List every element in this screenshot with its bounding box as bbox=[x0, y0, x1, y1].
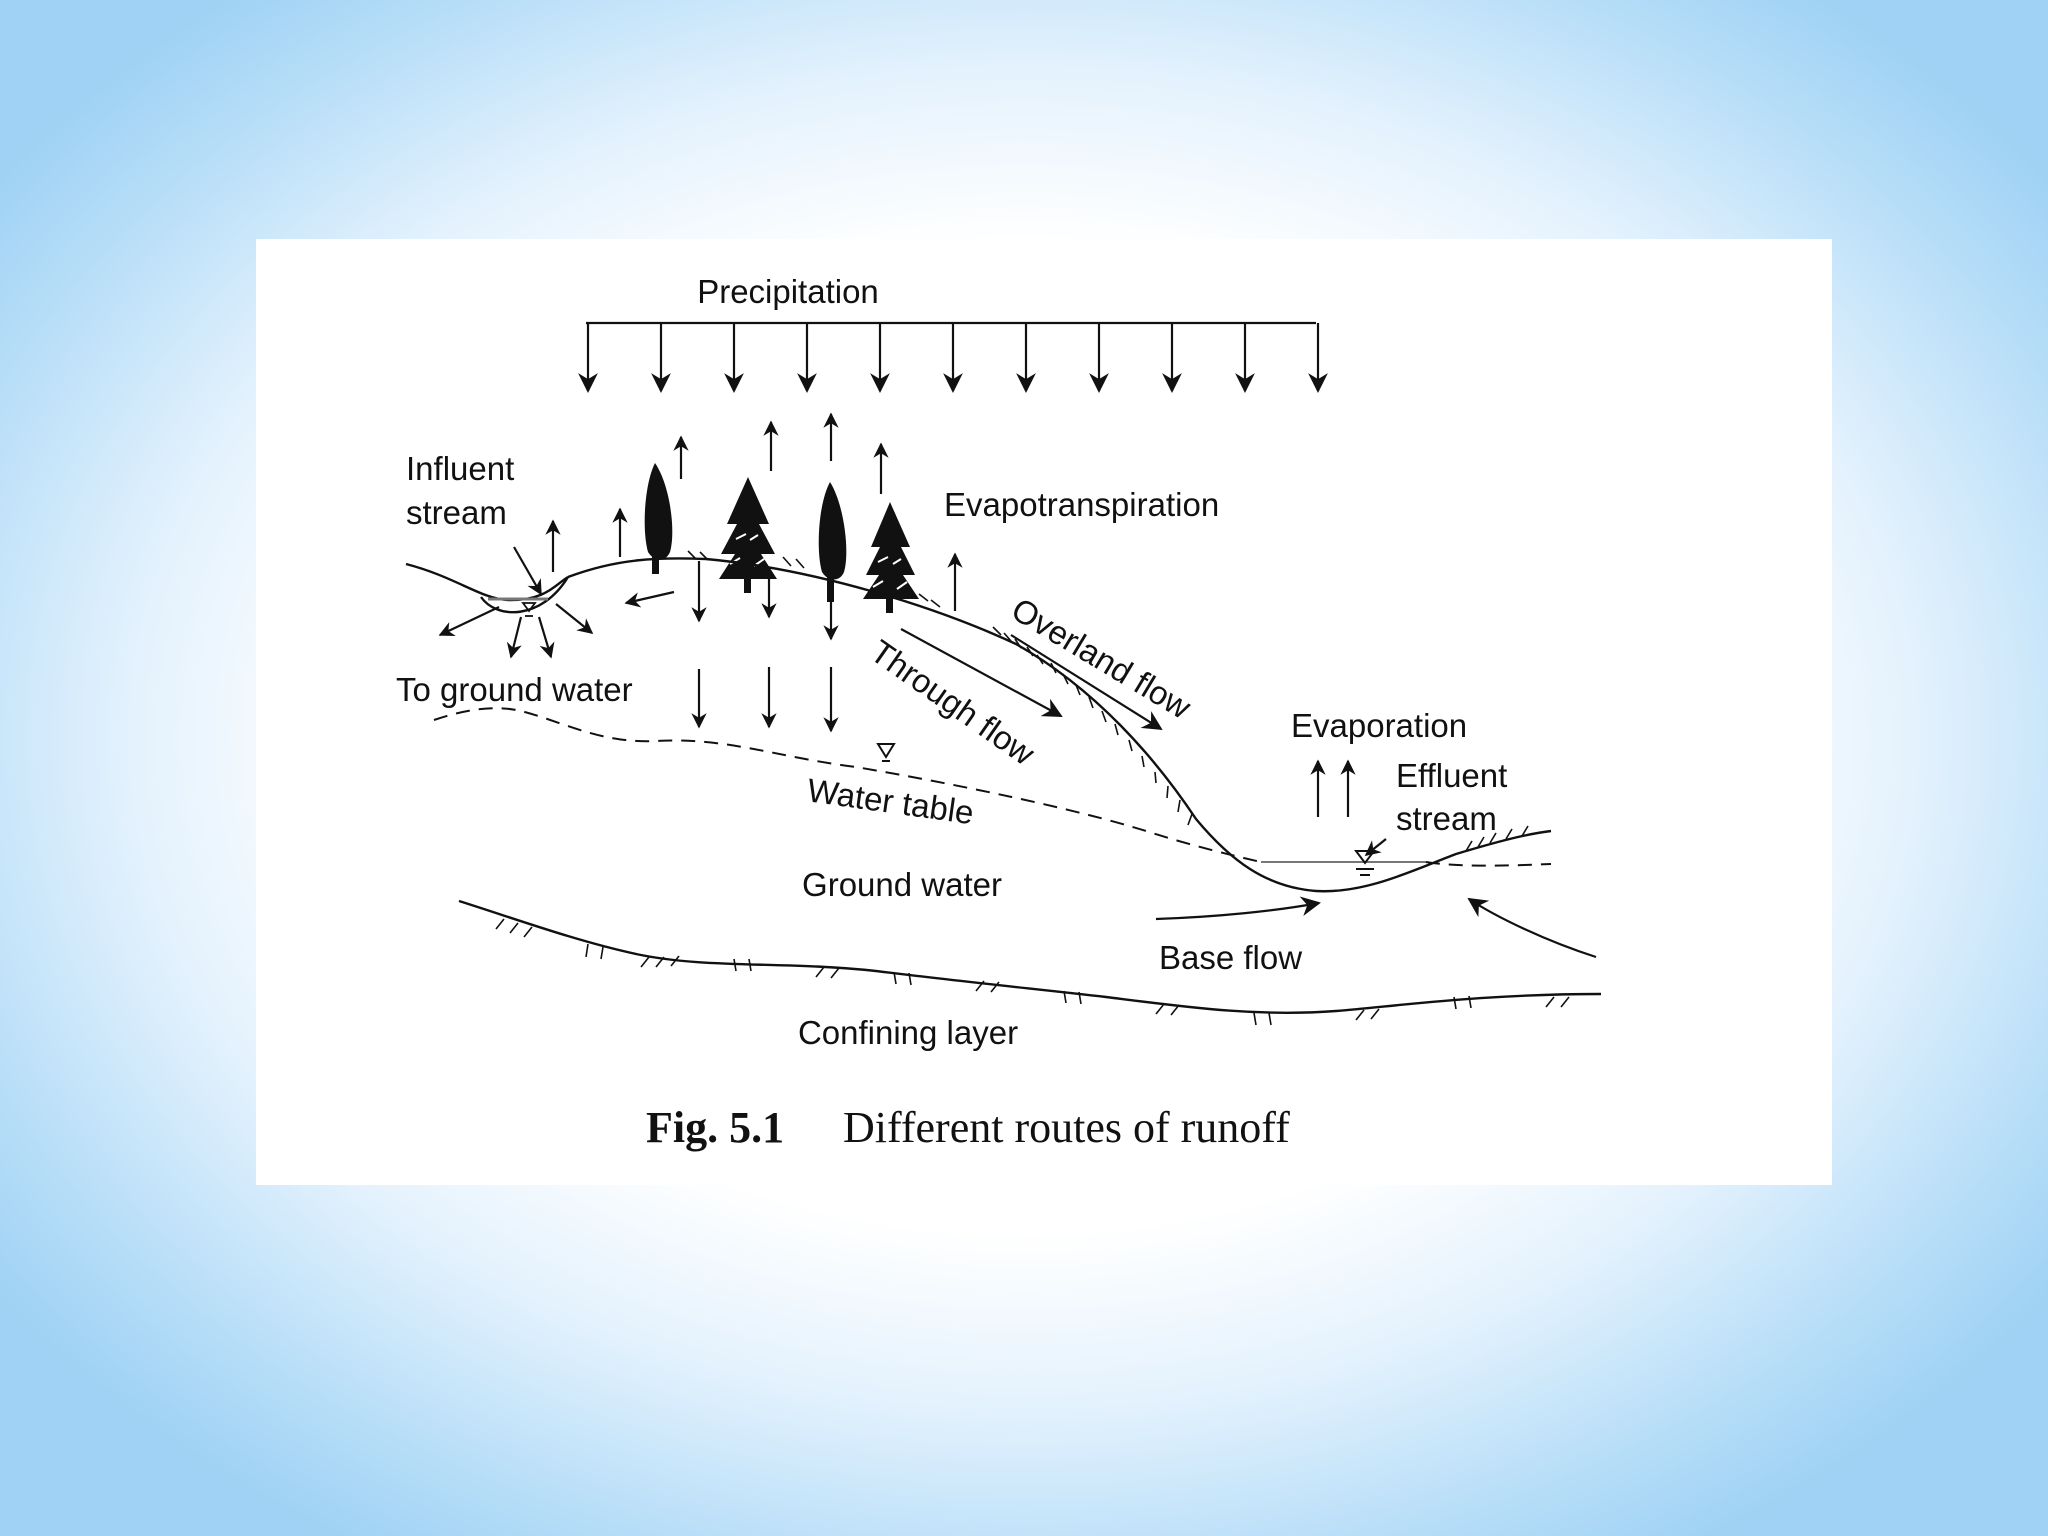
confining-layer-boundary bbox=[458, 899, 1602, 1014]
effluent-stream-label-line2: stream bbox=[1396, 800, 1497, 837]
confining-layer-label: Confining layer bbox=[798, 1014, 1018, 1051]
evapotranspiration-arrows bbox=[545, 412, 963, 611]
effluent-stream-label-line1: Effluent bbox=[1396, 757, 1507, 794]
precipitation-label: Precipitation bbox=[697, 273, 879, 310]
surface-hatching bbox=[687, 550, 1529, 852]
runoff-diagram: Precipitation Influent stream Evapotrans… bbox=[396, 273, 1602, 1152]
influent-stream-label-line2: stream bbox=[406, 494, 507, 531]
evapotranspiration-label: Evapotranspiration bbox=[944, 486, 1219, 523]
base-flow-label: Base flow bbox=[1159, 939, 1302, 976]
water-table-symbol bbox=[876, 743, 896, 762]
to-ground-water-label: To ground water bbox=[396, 671, 633, 708]
flow-arrows bbox=[438, 546, 1597, 959]
confining-layer-hatching bbox=[495, 918, 1570, 1026]
water-table-line bbox=[433, 707, 1552, 867]
influent-stream-label-line1: Influent bbox=[406, 450, 514, 487]
figure-caption: Different routes of runoff bbox=[843, 1103, 1290, 1152]
ground-water-label: Ground water bbox=[802, 866, 1002, 903]
figure-card: Precipitation Influent stream Evapotrans… bbox=[256, 239, 1832, 1185]
influent-water-symbol bbox=[521, 602, 537, 617]
precipitation-arrows bbox=[578, 321, 1328, 393]
ground-surface bbox=[405, 557, 1552, 893]
water-table-label: Water table bbox=[805, 771, 976, 831]
figure-number: Fig. 5.1 bbox=[646, 1103, 784, 1152]
trees bbox=[644, 463, 919, 613]
evaporation-label: Evaporation bbox=[1291, 707, 1467, 744]
